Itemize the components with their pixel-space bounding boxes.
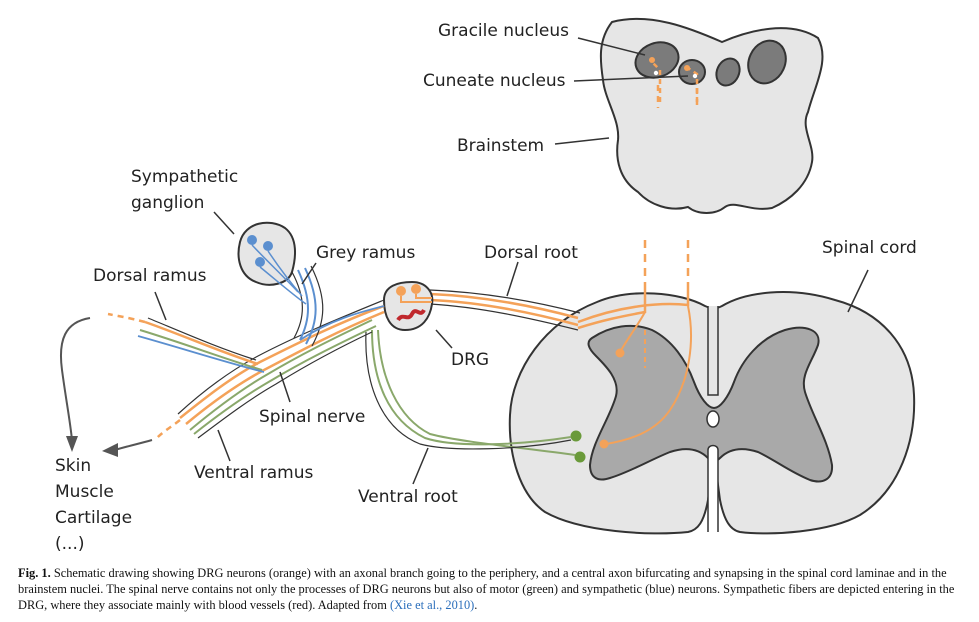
cuneate-nucleus-right [715, 57, 741, 87]
gracile-nucleus-right [747, 39, 787, 85]
brainstem-outline [599, 17, 824, 214]
label-target-cartilage: Cartilage [55, 508, 133, 528]
label-target-skin: Skin [55, 456, 92, 476]
label-ventral-root: Ventral root [358, 487, 458, 507]
label-spinal-nerve: Spinal nerve [259, 407, 366, 427]
caption-end: . [474, 598, 478, 612]
label-grey-ramus: Grey ramus [316, 243, 416, 263]
label-target-muscle: Muscle [55, 482, 114, 502]
label-gracile-nucleus: Gracile nucleus [438, 21, 569, 41]
label-target-etc: (...) [55, 534, 85, 554]
label-dorsal-ramus: Dorsal ramus [93, 266, 207, 286]
label-sympathetic-ganglion-2: ganglion [131, 193, 205, 213]
cuneate-nucleus-left [678, 59, 706, 85]
caption-text: Schematic drawing showing DRG neurons (o… [18, 566, 955, 612]
label-sympathetic-ganglion-1: Sympathetic [131, 167, 239, 187]
drg-ganglion [382, 280, 434, 332]
label-ventral-ramus: Ventral ramus [194, 463, 314, 483]
caption-reference-link[interactable]: (Xie et al., 2010) [389, 598, 475, 612]
spinal-cord-grey-matter [587, 324, 834, 483]
label-dorsal-root: Dorsal root [484, 243, 578, 263]
figure-caption: Fig. 1. Schematic drawing showing DRG ne… [18, 565, 963, 613]
sympathetic-ganglion [237, 221, 296, 286]
label-cuneate-nucleus: Cuneate nucleus [423, 71, 566, 91]
caption-figure-number: Fig. 1. [18, 566, 51, 580]
label-drg: DRG [451, 350, 490, 370]
label-spinal-cord: Spinal cord [822, 238, 917, 258]
drg-schematic-diagram [60, 17, 916, 535]
gracile-nucleus-left [634, 41, 680, 79]
label-brainstem: Brainstem [457, 136, 545, 156]
blood-vessel [396, 308, 426, 322]
